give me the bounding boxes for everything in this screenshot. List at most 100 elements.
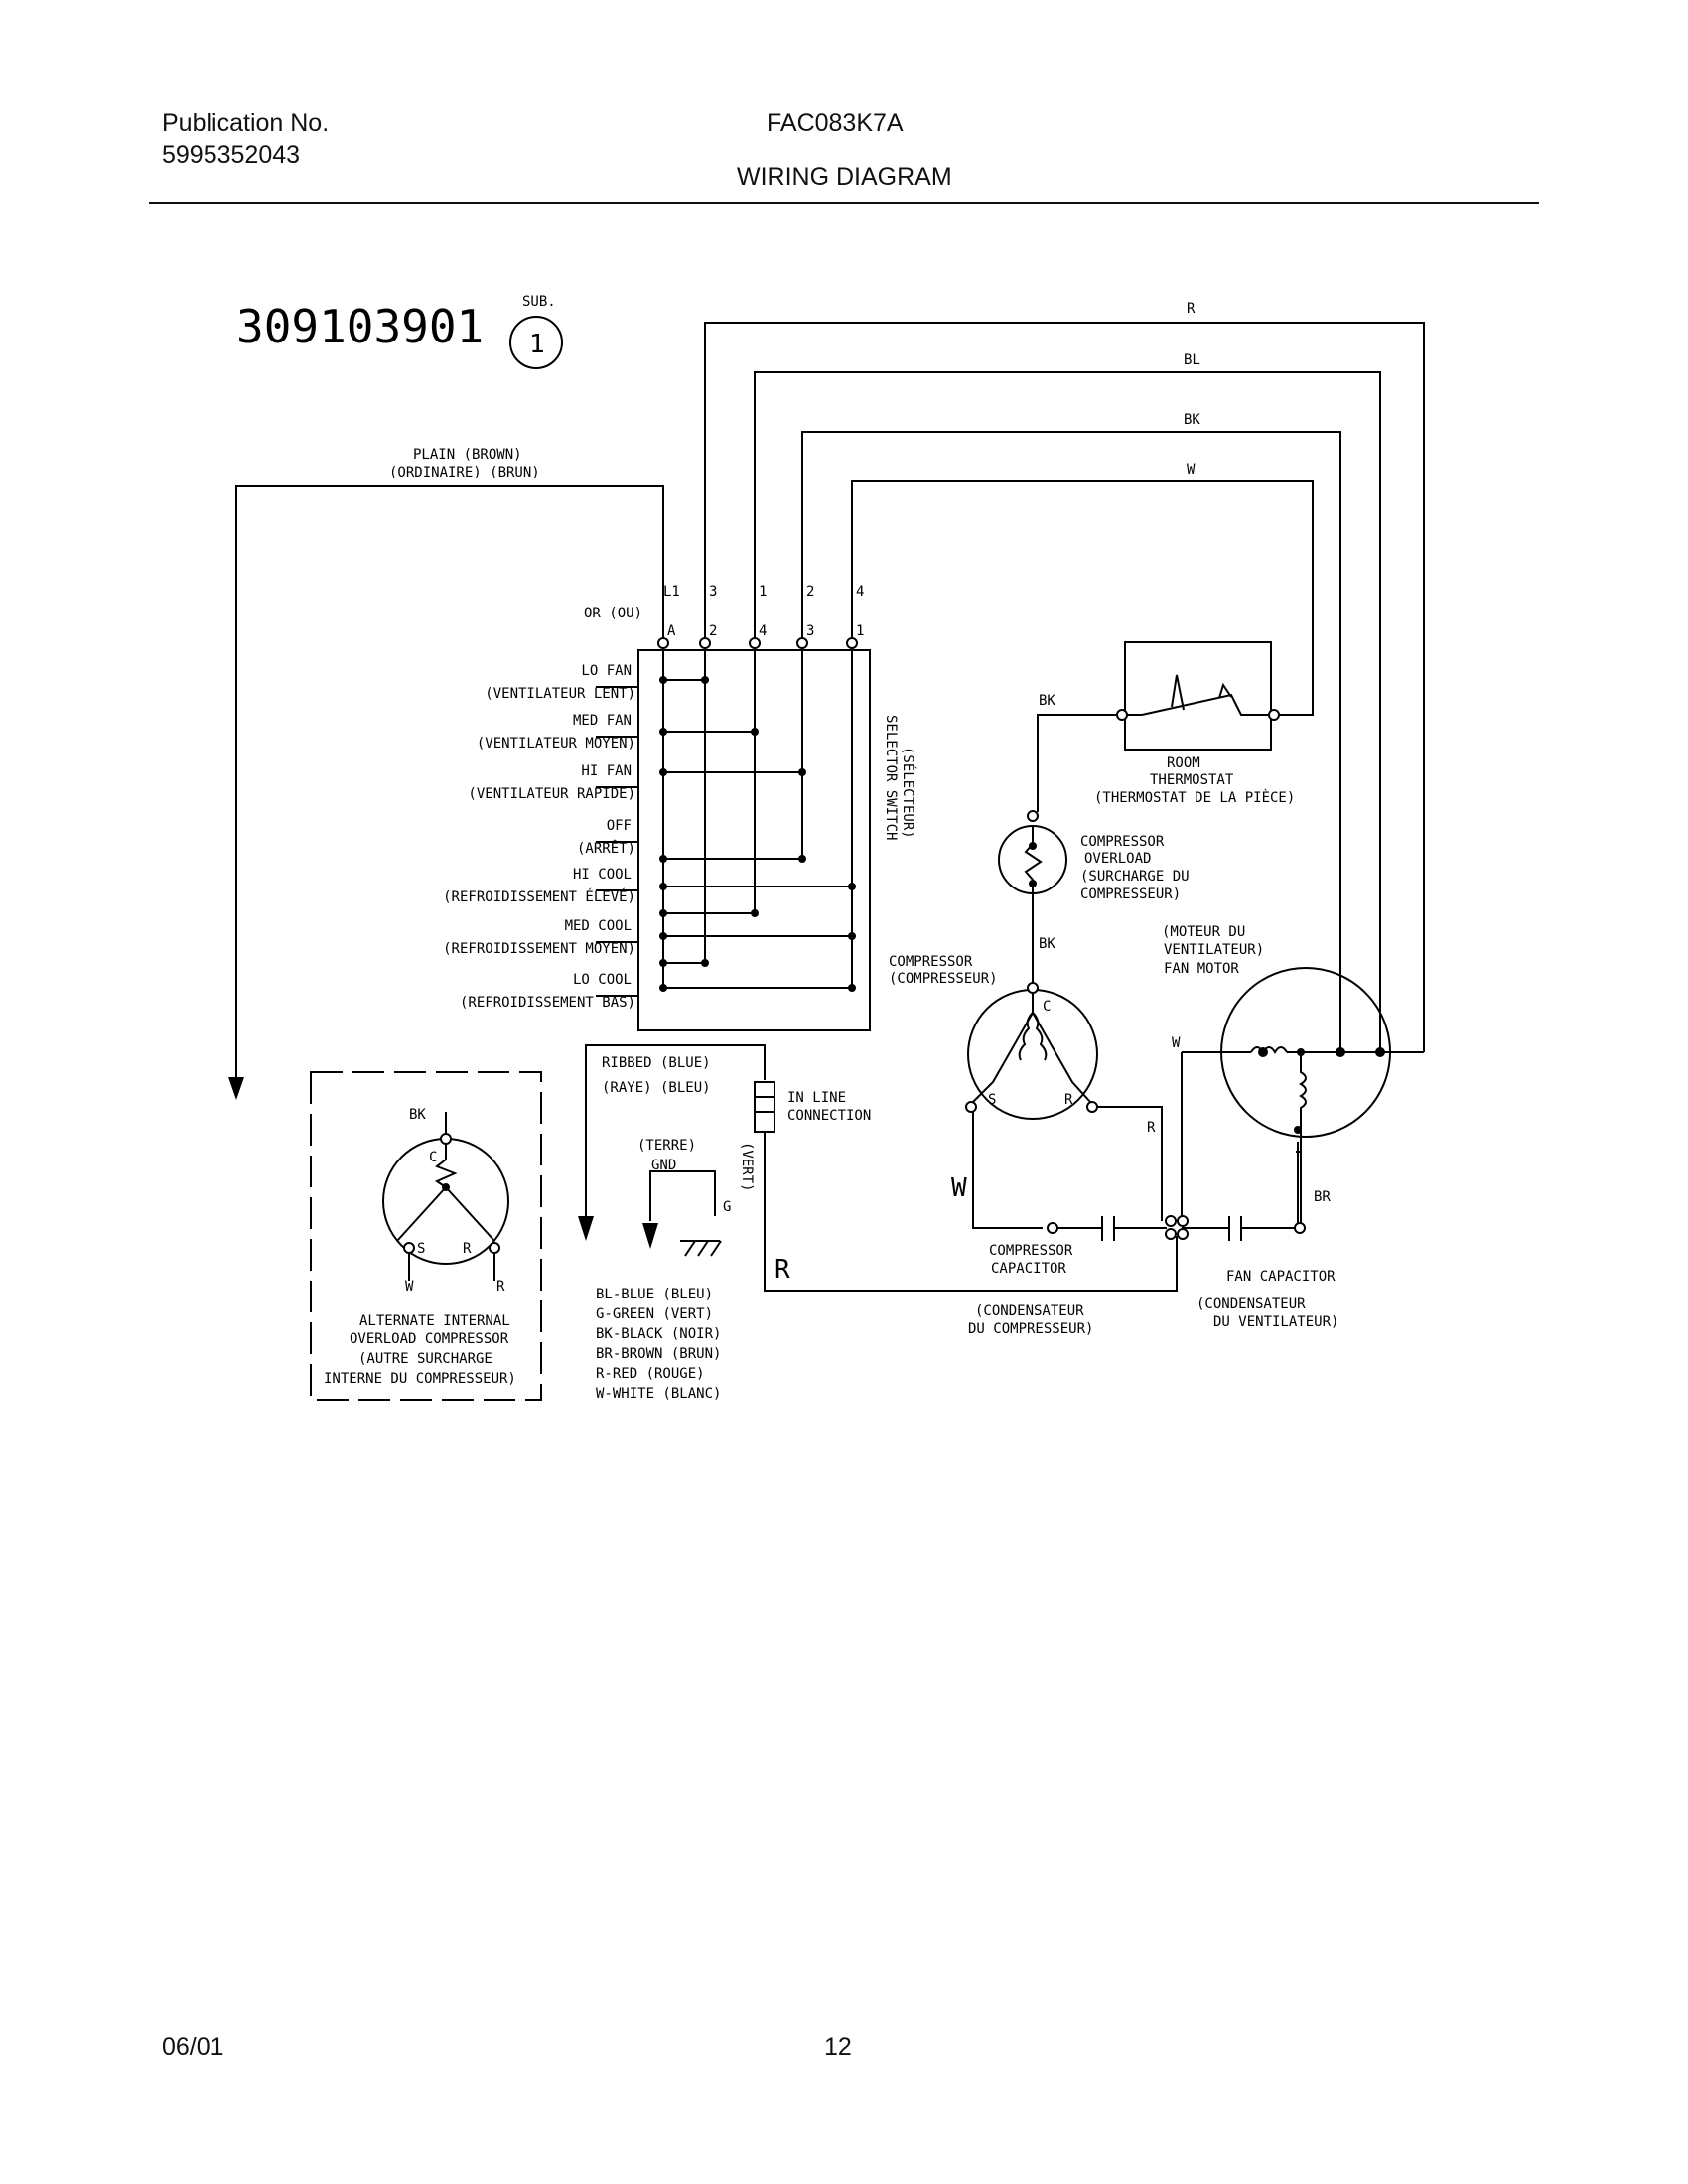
thermostat-label: THERMOSTAT <box>1150 772 1234 788</box>
fan-motor-label: FAN MOTOR <box>1164 961 1239 977</box>
white-wire-label: W <box>1172 1035 1181 1051</box>
inline-connection-label: IN LINE <box>787 1090 846 1106</box>
or-label: OR (OU) <box>584 606 642 621</box>
vert-label: (VERT) <box>739 1142 755 1192</box>
mode-label-fr: (VENTILATEUR LENT) <box>485 686 635 702</box>
fan-capacitor-label-fr: (CONDENSATEUR <box>1196 1297 1306 1312</box>
alt-r-label: R <box>463 1241 472 1257</box>
sub-number: 1 <box>529 330 545 359</box>
bk-wire-label: BK <box>1039 936 1055 952</box>
wire-r-label: R <box>1187 301 1196 317</box>
mode-label: LO COOL <box>573 972 632 988</box>
fan-capacitor-label: FAN CAPACITOR <box>1226 1269 1336 1285</box>
alt-bk-label: BK <box>409 1107 426 1123</box>
mode-label: OFF <box>607 818 632 834</box>
terminal-top-label: L1 <box>663 584 680 600</box>
fan-capacitor-label-fr: DU VENTILATEUR) <box>1213 1314 1338 1330</box>
terminal-top-label: 3 <box>709 584 717 600</box>
legend-item: BL-BLUE (BLEU) <box>596 1287 713 1302</box>
legend-item: W-WHITE (BLANC) <box>596 1386 721 1402</box>
wire-bl-label: BL <box>1184 352 1200 368</box>
header-rule <box>149 202 1539 204</box>
legend-item: G-GREEN (VERT) <box>596 1306 713 1322</box>
mode-label-fr: (REFROIDISSEMENT ÉLEVÉ) <box>443 888 635 905</box>
wire-bk-label: BK <box>1184 412 1200 428</box>
arrow-markers <box>228 1077 658 1249</box>
mode-label-fr: (VENTILATEUR RAPIDE) <box>468 786 635 802</box>
terminal-bottom-label: 1 <box>856 623 864 639</box>
gnd-label: GND <box>651 1158 676 1173</box>
fan-motor-label-fr: VENTILATEUR) <box>1164 942 1264 958</box>
thermostat-bk-label: BK <box>1039 693 1055 709</box>
arrow-down-icon <box>228 1077 244 1100</box>
selector-switch-label-fr: (SÉLECTEUR) <box>900 747 916 839</box>
alt-caption: INTERNE DU COMPRESSEUR) <box>324 1371 516 1387</box>
red-wire-label: R <box>1147 1120 1156 1136</box>
compressor-r-label: R <box>1064 1092 1073 1108</box>
section-title: WIRING DIAGRAM <box>737 163 952 191</box>
g-label: G <box>723 1199 731 1215</box>
ribbed-label: RIBBED (BLUE) <box>602 1055 711 1071</box>
mode-label: HI FAN <box>581 763 632 779</box>
switch-mode-labels: LO FAN (VENTILATEUR LENT) MED FAN (VENTI… <box>443 663 635 1011</box>
overload-label: OVERLOAD <box>1084 851 1151 867</box>
legend-item: R-RED (ROUGE) <box>596 1366 705 1382</box>
thermostat-label: ROOM <box>1167 755 1200 771</box>
terminal-top-label: 1 <box>759 584 767 600</box>
terre-label: (TERRE) <box>637 1138 696 1154</box>
publication-number: 5995352043 <box>162 141 301 169</box>
terminal-top-label: 2 <box>806 584 814 600</box>
fan-motor-label-fr: (MOTEUR DU <box>1162 924 1245 940</box>
red-wire-big-label: R <box>774 1255 790 1285</box>
ribbed-label-fr: (RAYE) (BLEU) <box>602 1080 711 1096</box>
mode-label-fr: (VENTILATEUR MOYEN) <box>477 736 635 751</box>
alt-w-label: W <box>405 1279 414 1295</box>
terminals <box>403 316 1306 1254</box>
color-legend: BL-BLUE (BLEU) G-GREEN (VERT) BK-BLACK (… <box>596 1287 721 1402</box>
alt-c-label: C <box>429 1150 437 1165</box>
arrow-down-icon <box>578 1216 594 1241</box>
inline-connection-label: CONNECTION <box>787 1108 871 1124</box>
mode-label: HI COOL <box>573 867 632 883</box>
terminal-bottom-label: 2 <box>709 623 717 639</box>
overload-label-fr: COMPRESSEUR) <box>1080 887 1181 902</box>
mode-label-fr: (REFROIDISSEMENT BAS) <box>460 995 635 1011</box>
arrow-down-icon <box>642 1223 658 1249</box>
plain-label-en: PLAIN (BROWN) <box>413 447 522 463</box>
overload-label: COMPRESSOR <box>1080 834 1165 850</box>
mode-label: MED COOL <box>565 918 632 934</box>
mode-label: LO FAN <box>581 663 632 679</box>
wire-w-label: W <box>1187 462 1196 478</box>
compressor-capacitor-label-fr: DU COMPRESSEUR) <box>968 1321 1093 1337</box>
alternate-overload-box: BK C S R W R ALTERNATE INTERNAL OVERLOAD… <box>324 1107 516 1387</box>
inline-connector <box>754 1081 775 1133</box>
brown-wire-label: BR <box>1314 1189 1331 1205</box>
legend-item: BR-BROWN (BRUN) <box>596 1346 721 1362</box>
overload-label-fr: (SURCHARGE DU <box>1080 869 1190 885</box>
thermostat-label-fr: (THERMOSTAT DE LA PIÈCE) <box>1094 789 1295 806</box>
white-wire-big-label: W <box>951 1173 967 1203</box>
plain-label-fr: (ORDINAIRE) (BRUN) <box>389 465 540 480</box>
alt-caption: OVERLOAD COMPRESSOR <box>350 1331 509 1347</box>
legend-item: BK-BLACK (NOIR) <box>596 1326 721 1342</box>
footer-page-number: 12 <box>824 2033 852 2061</box>
part-number: 309103901 <box>236 300 484 353</box>
compressor-capacitor-label-fr: (CONDENSATEUR <box>975 1303 1084 1319</box>
junction-dots <box>442 676 1385 1191</box>
compressor-capacitor-label: COMPRESSOR <box>989 1243 1073 1259</box>
compressor-label-fr: (COMPRESSEUR) <box>889 971 998 987</box>
mode-label-fr: (REFROIDISSEMENT MOYEN) <box>443 941 635 957</box>
compressor-capacitor-label: CAPACITOR <box>991 1261 1066 1277</box>
terminal-bottom-label: 4 <box>759 623 767 639</box>
model-number: FAC083K7A <box>767 109 904 137</box>
mode-label: MED FAN <box>573 713 632 729</box>
alt-r2-label: R <box>496 1279 505 1295</box>
alt-s-label: S <box>417 1241 425 1257</box>
terminal-top-label: 4 <box>856 584 864 600</box>
compressor-c-label: C <box>1043 999 1051 1015</box>
terminal-bottom-label: A <box>667 623 676 639</box>
selector-switch-label: SELECTOR SWITCH <box>883 715 899 840</box>
alt-caption: (AUTRE SURCHARGE <box>358 1351 492 1367</box>
wires <box>235 322 1425 1401</box>
